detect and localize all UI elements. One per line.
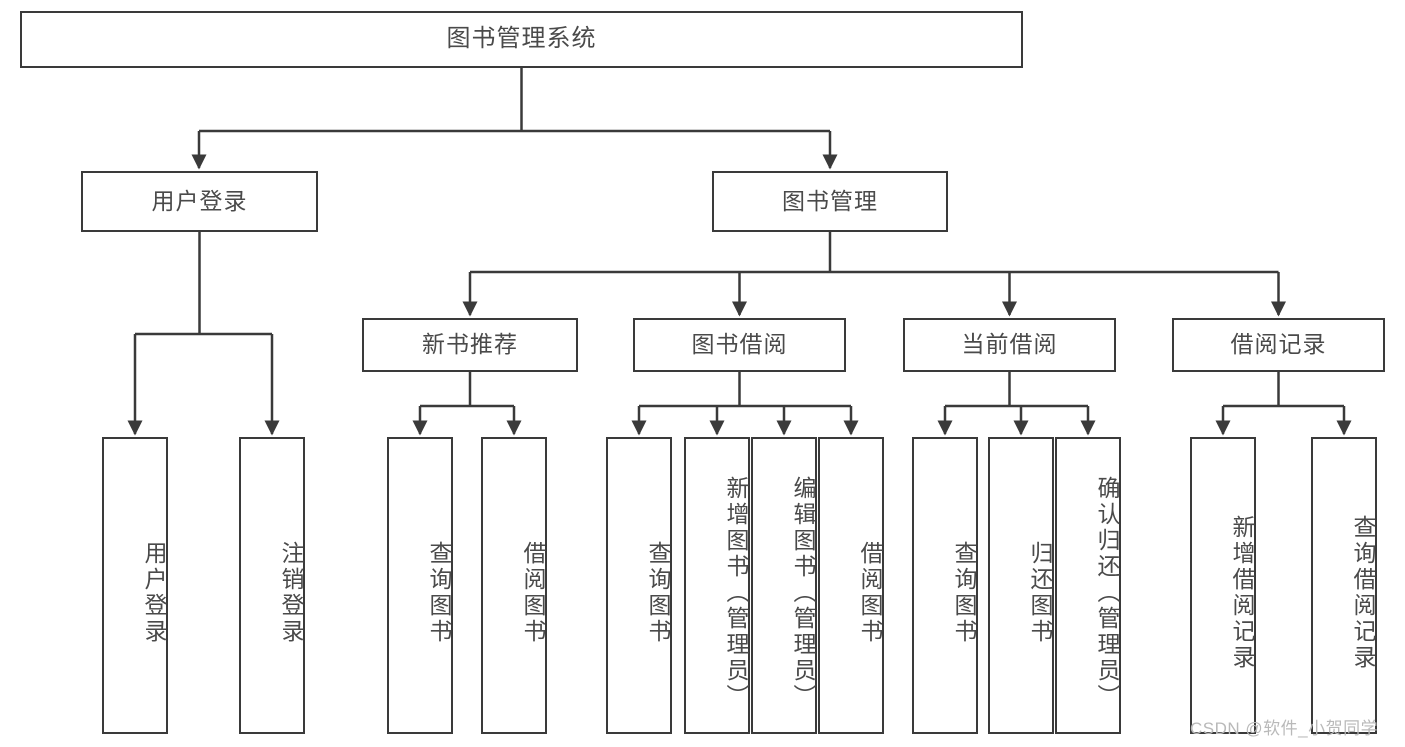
leaf-query-book-current[interactable]: 查询图书: [912, 437, 978, 734]
node-current-borrow[interactable]: 当前借阅: [903, 318, 1116, 372]
csdn-watermark: CSDN @软件_小贺同学: [1190, 719, 1379, 738]
leaf-logout-login[interactable]: 注销登录: [239, 437, 305, 734]
node-book-management[interactable]: 图书管理: [712, 171, 948, 232]
node-new-book-recommend[interactable]: 新书推荐: [362, 318, 578, 372]
leaf-add-book-admin[interactable]: 新增图书（管理员）: [684, 437, 750, 734]
leaf-borrow-book-newbook[interactable]: 借阅图书: [481, 437, 547, 734]
leaf-user-login[interactable]: 用户登录: [102, 437, 168, 734]
leaf-edit-book-admin[interactable]: 编辑图书（管理员）: [751, 437, 817, 734]
leaf-add-borrow-record[interactable]: 新增借阅记录: [1190, 437, 1256, 734]
leaf-confirm-return-admin[interactable]: 确认归还（管理员）: [1055, 437, 1121, 734]
leaf-query-borrow-record[interactable]: 查询借阅记录: [1311, 437, 1377, 734]
node-borrow-record[interactable]: 借阅记录: [1172, 318, 1385, 372]
leaf-query-book-borrow[interactable]: 查询图书: [606, 437, 672, 734]
node-user-login[interactable]: 用户登录: [81, 171, 318, 232]
leaf-query-book-newbook[interactable]: 查询图书: [387, 437, 453, 734]
leaf-return-book[interactable]: 归还图书: [988, 437, 1054, 734]
node-book-borrow[interactable]: 图书借阅: [633, 318, 846, 372]
leaf-borrow-book[interactable]: 借阅图书: [818, 437, 884, 734]
node-root[interactable]: 图书管理系统: [20, 11, 1023, 68]
